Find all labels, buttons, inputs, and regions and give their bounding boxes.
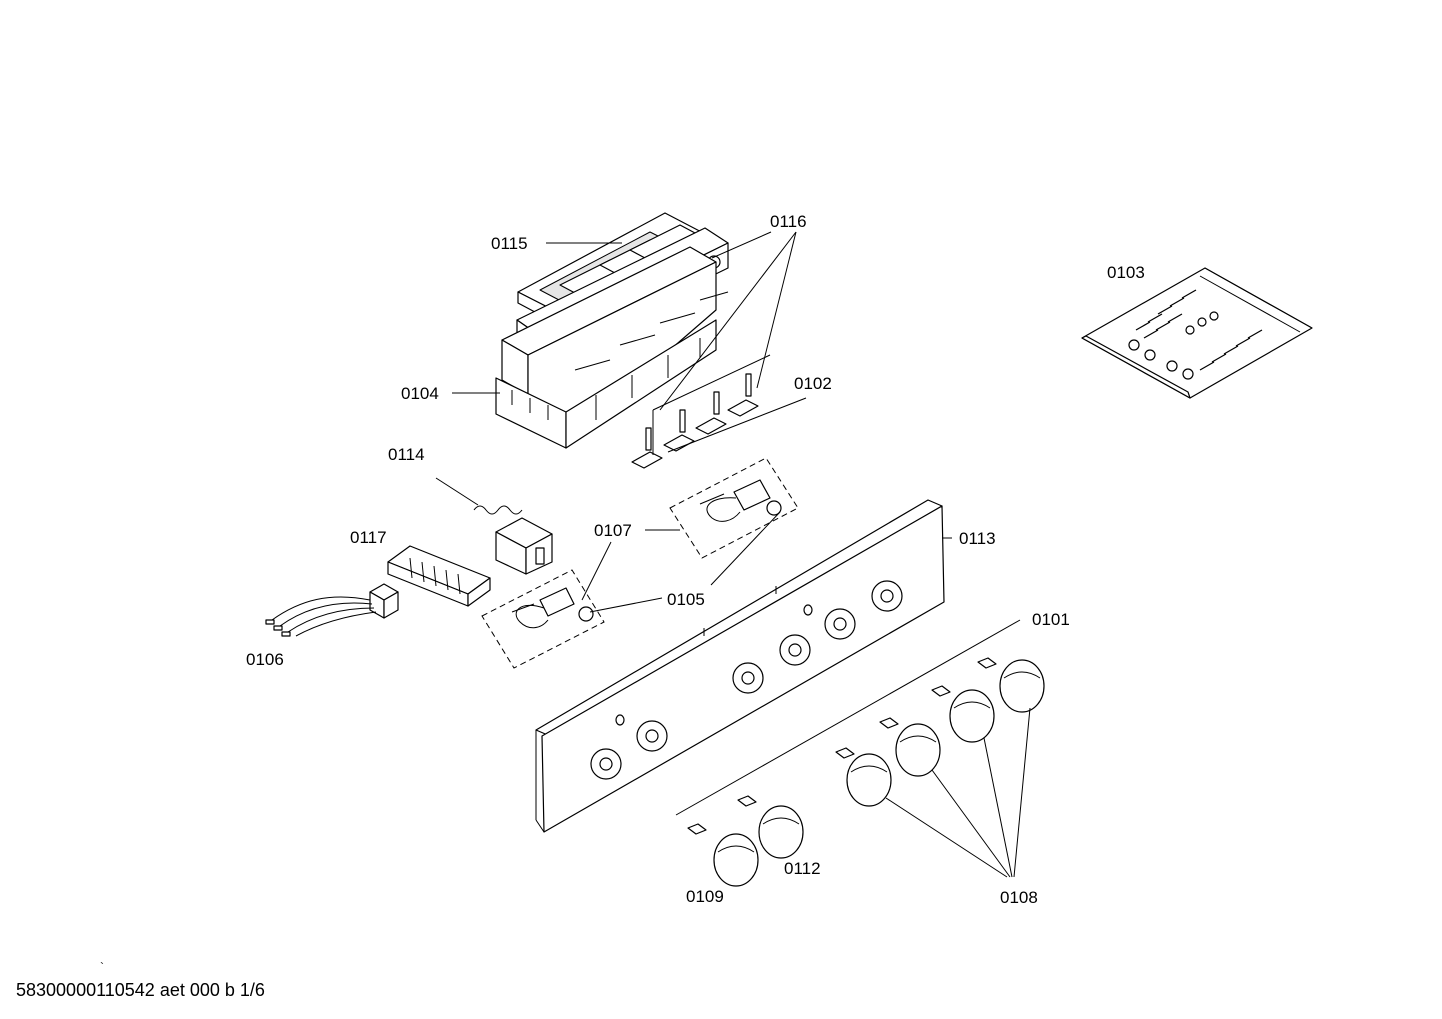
label-0105: 0105 [667, 590, 705, 609]
label-0103: 0103 [1107, 263, 1145, 282]
label-0112: 0112 [784, 859, 821, 878]
switch-clip-set [631, 373, 759, 469]
label-0117: 0117 [350, 528, 387, 547]
screw-bag [1081, 267, 1313, 399]
label-0108: 0108 [1000, 888, 1038, 907]
panel-knob-holes [590, 580, 903, 780]
switch-lower [481, 569, 605, 669]
label-0104: 0104 [401, 384, 439, 403]
switch-upper [669, 457, 799, 559]
knob-spacers [687, 657, 997, 835]
label-0116: 0116 [770, 212, 807, 231]
label-0101: 0101 [1032, 610, 1070, 629]
thermostat [435, 477, 553, 575]
label-0102: 0102 [794, 374, 832, 393]
terminal-block [387, 545, 491, 607]
document-code: 58300000110542 aet 000 b 1/6 [16, 980, 265, 1000]
label-0114: 0114 [388, 445, 425, 464]
control-panel [535, 499, 945, 833]
tick-mark: ` [100, 960, 104, 974]
label-0106: 0106 [246, 650, 284, 669]
label-0107: 0107 [594, 521, 632, 540]
label-0113: 0113 [959, 529, 996, 548]
label-0115: 0115 [491, 234, 528, 253]
control-knobs [713, 659, 1045, 887]
switch-housing-assembly [495, 212, 729, 449]
label-0109: 0109 [686, 887, 724, 906]
part-labels: 0115 0116 0104 0102 0103 0114 0117 0107 … [246, 212, 1145, 907]
wiring-harness [265, 583, 399, 637]
